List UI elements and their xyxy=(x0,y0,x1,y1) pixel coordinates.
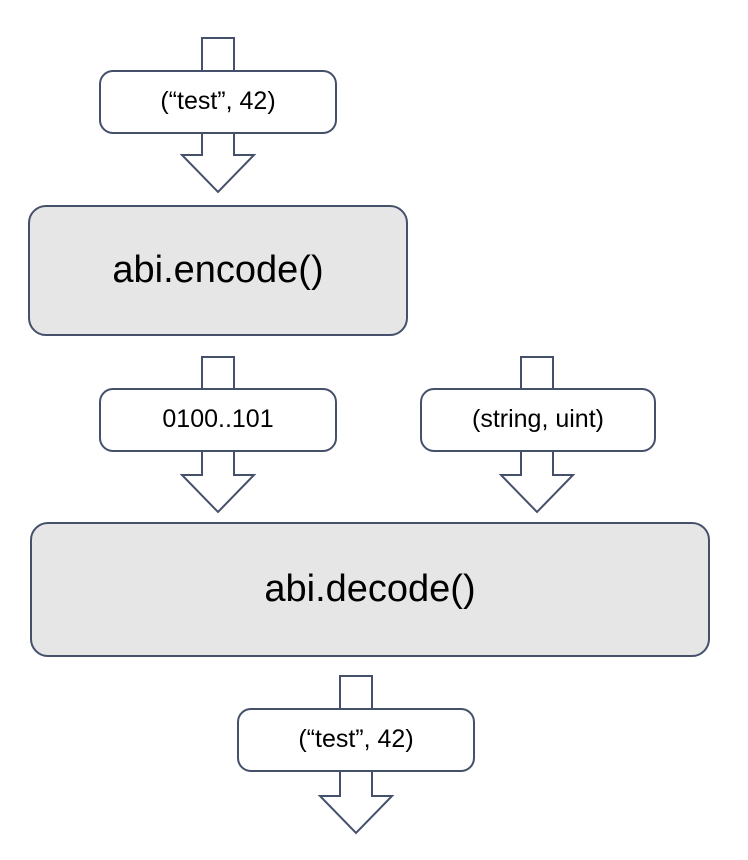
stub-shape xyxy=(520,356,554,390)
stub-shape xyxy=(339,675,373,710)
node-output-tuple: (“test”, 42) xyxy=(237,708,475,772)
arrow-connector xyxy=(178,127,258,196)
arrow-shape xyxy=(498,449,576,514)
node-abi-encode: abi.encode() xyxy=(28,205,408,336)
arrow-connector xyxy=(178,446,258,516)
node-label-input-tuple: (“test”, 42) xyxy=(160,87,276,116)
stub-shape xyxy=(201,37,235,72)
connector-stub xyxy=(198,34,238,76)
node-label-type-tuple: (string, uint) xyxy=(472,405,604,434)
arrow-connector xyxy=(316,766,396,837)
node-input-tuple: (“test”, 42) xyxy=(99,70,337,134)
connector-stub xyxy=(198,353,238,394)
node-type-tuple: (string, uint) xyxy=(420,388,656,452)
arrow-shape xyxy=(317,769,395,835)
connector-stub xyxy=(517,353,557,394)
arrow-connector xyxy=(497,446,577,516)
arrow-shape xyxy=(179,130,257,194)
connector-stub xyxy=(336,672,376,714)
node-label-encoded-bytes: 0100..101 xyxy=(162,405,274,434)
node-label-abi-decode: abi.decode() xyxy=(264,567,476,610)
arrow-shape xyxy=(179,449,257,514)
stub-shape xyxy=(201,356,235,390)
node-abi-decode: abi.decode() xyxy=(30,522,710,657)
node-label-abi-encode: abi.encode() xyxy=(112,248,324,291)
node-encoded-bytes: 0100..101 xyxy=(99,388,337,452)
node-label-output-tuple: (“test”, 42) xyxy=(298,725,414,754)
